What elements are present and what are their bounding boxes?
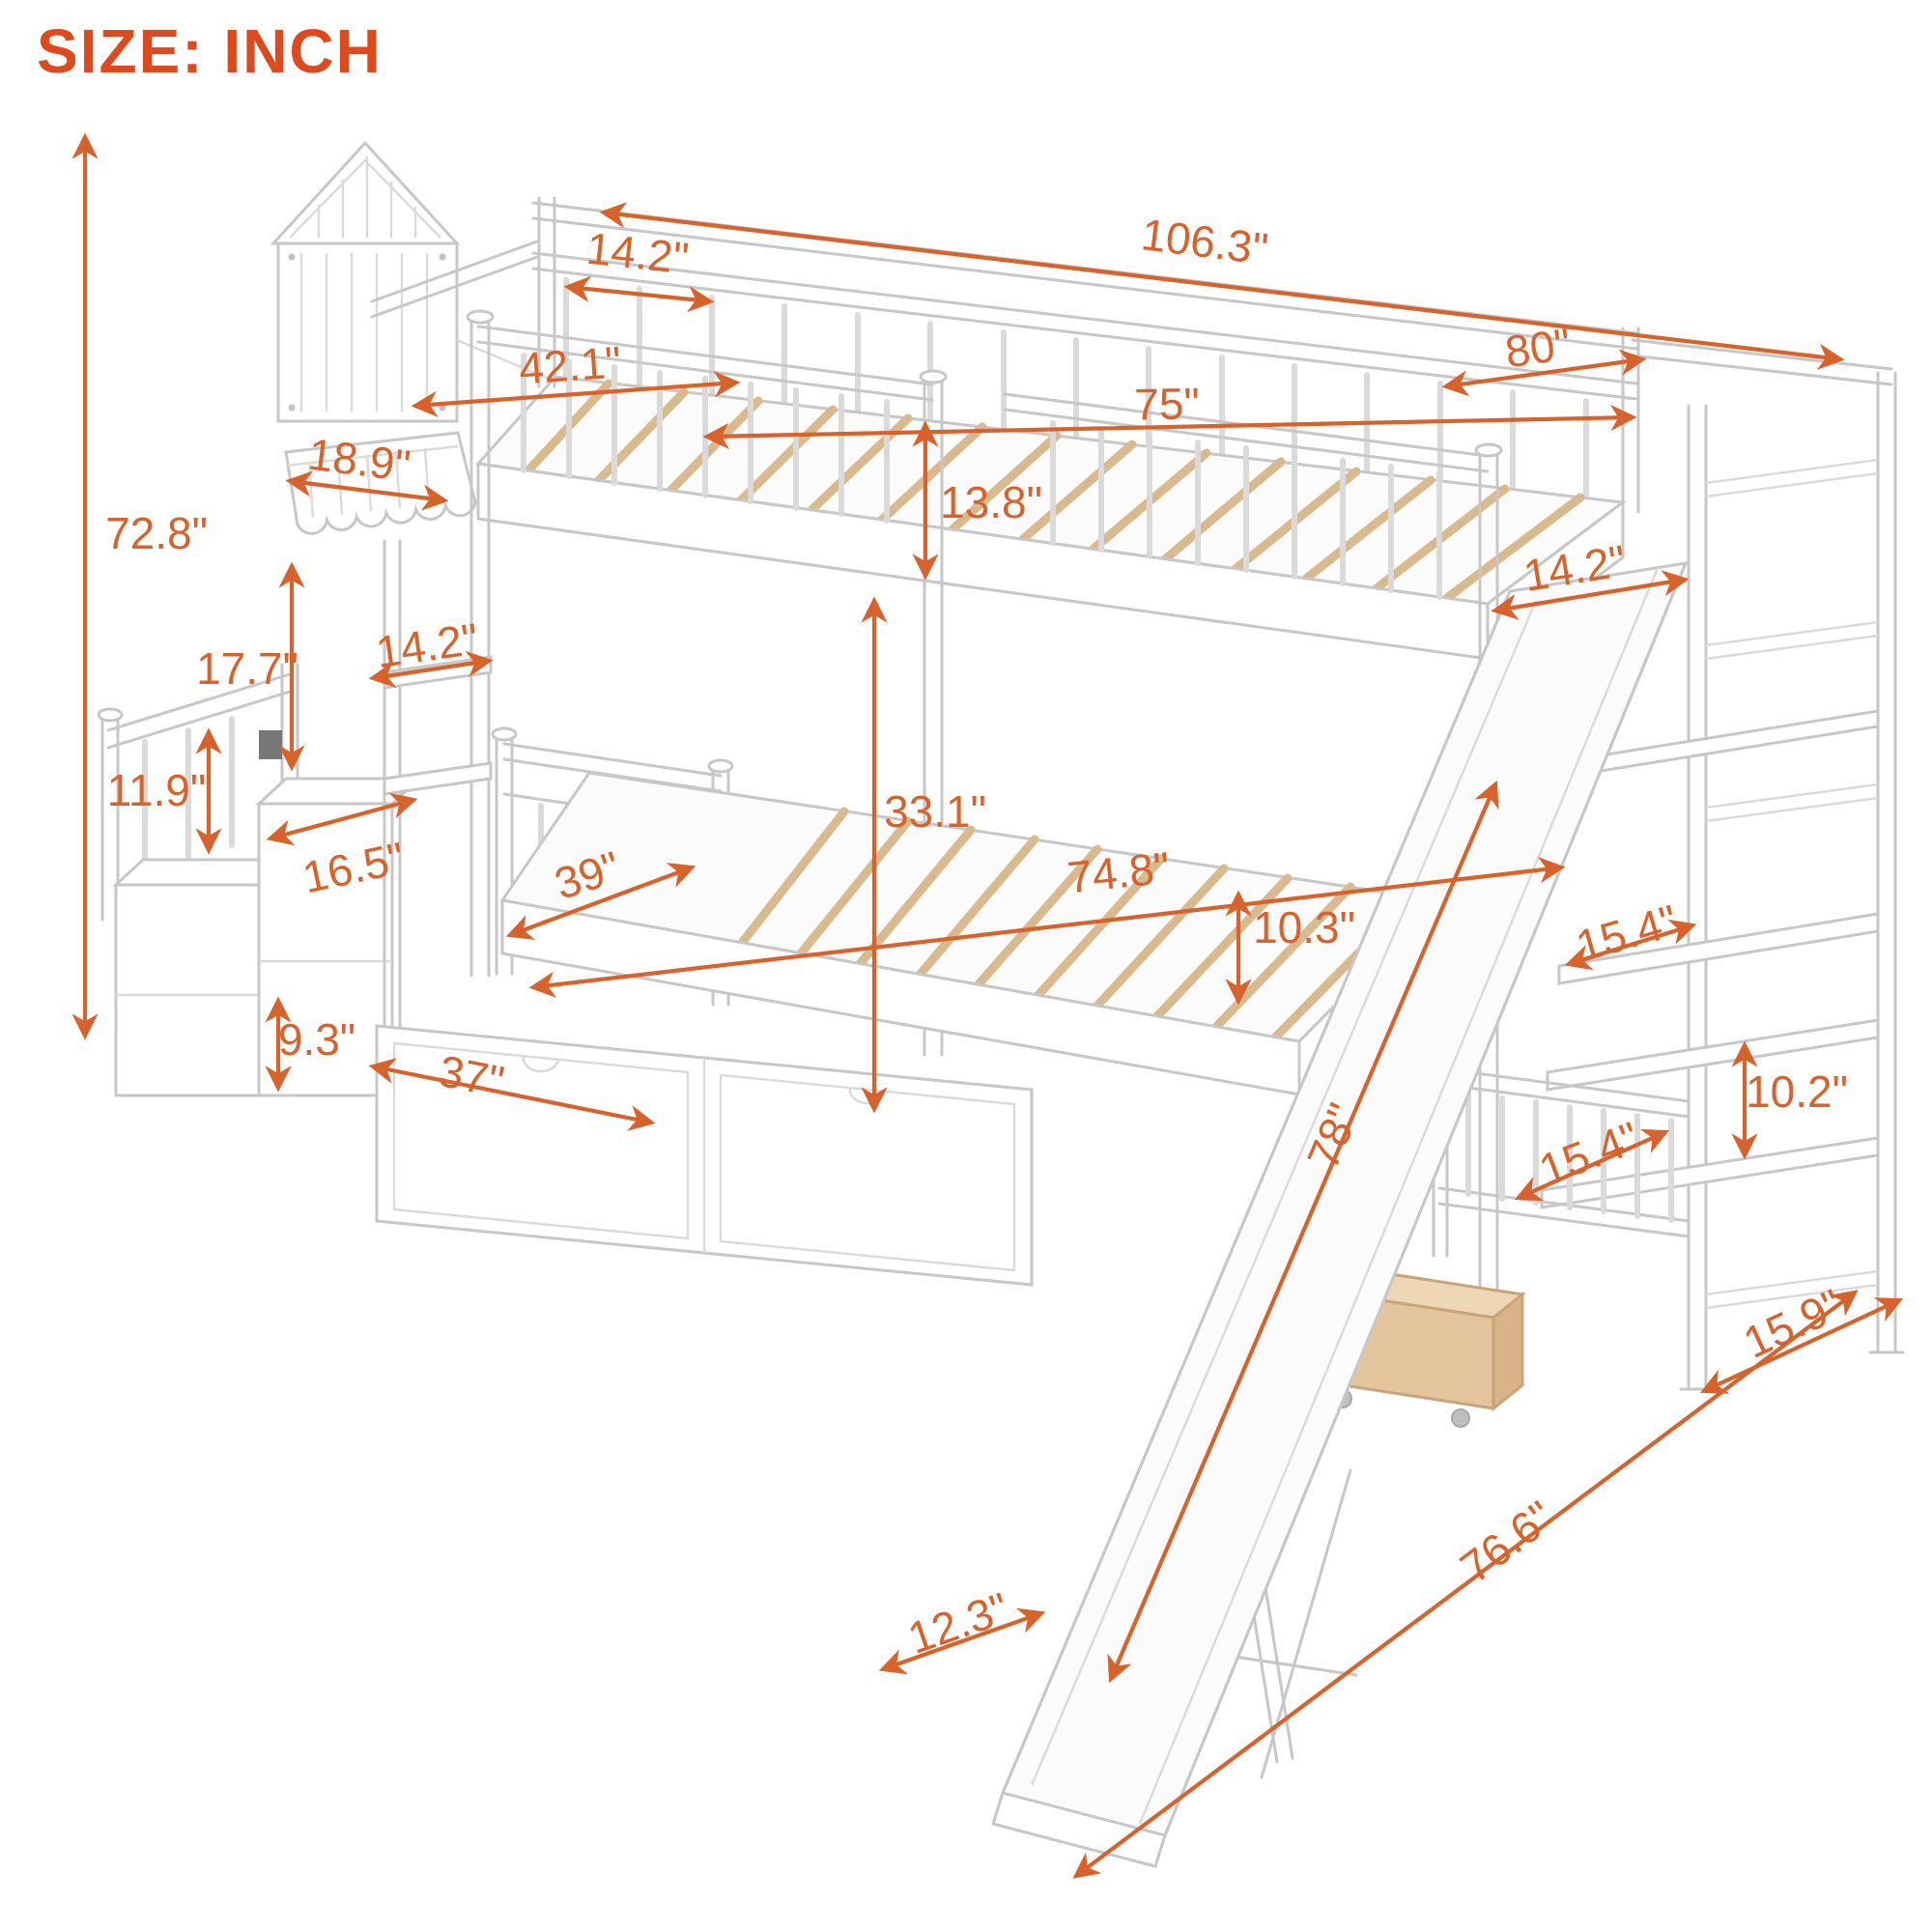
arrow-headboard-depth — [285, 470, 449, 511]
arrow-shelf-depth — [368, 650, 494, 689]
arrow-tower-shelf-depth-upper — [1564, 919, 1697, 971]
storage-tower — [1540, 338, 1905, 1391]
dim-bunk-clearance: 33.1" — [884, 786, 986, 837]
arrow-upper-inner-length — [702, 404, 1637, 450]
arrow-house-headboard-width — [563, 275, 715, 313]
arrow-drawer-width — [368, 1058, 656, 1131]
arrow-overall-length — [599, 202, 1845, 370]
arrow-stair-depth — [266, 792, 418, 846]
arrow-slide-top-width — [1491, 570, 1690, 620]
arrow-upper-bed-width — [411, 371, 741, 417]
dim-guardrail-height: 13.8" — [940, 477, 1042, 527]
arrow-upper-frame-length — [1441, 349, 1647, 397]
size-unit-title: SIZE: INCH — [37, 16, 383, 86]
dim-upper-bed-width: 42.1" — [517, 336, 623, 394]
caster-wheel — [1451, 1408, 1470, 1428]
slide — [991, 561, 1689, 1868]
dim-upper-inner-length: 75" — [1133, 378, 1201, 430]
dim-shelf-height: 17.7" — [196, 643, 298, 694]
stair-shelf-2 — [383, 761, 493, 796]
dim-under-bed-clearance: 10.3" — [1253, 902, 1355, 952]
arrow-slide-ground-span — [1072, 1290, 1859, 1879]
dim-tower-shelf-gap: 10.2" — [1746, 1066, 1848, 1117]
dim-drawer-height: 9.3" — [277, 1014, 356, 1065]
stair-opening — [259, 730, 282, 759]
dim-upper-frame-length: 80" — [1501, 318, 1575, 378]
dim-stair-rail-height: 11.9" — [106, 765, 207, 815]
dim-drawer-width: 37" — [434, 1045, 509, 1107]
dim-headboard-depth: 18.9" — [305, 428, 413, 492]
dimension-arrows — [71, 132, 1904, 1879]
arrow-slide-width — [878, 1607, 1046, 1675]
dim-overall-height: 72.8" — [105, 508, 208, 558]
dim-house-headboard-width: 14.2" — [583, 222, 692, 284]
arrow-tower-shelf-depth-lower — [1514, 1128, 1670, 1202]
dim-lower-frame-length: 74.8" — [1065, 841, 1173, 903]
